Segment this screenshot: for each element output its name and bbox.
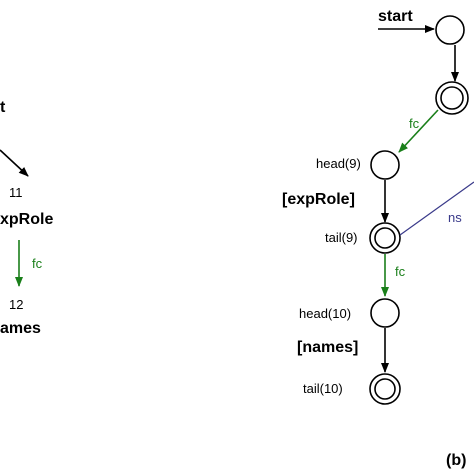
right-panel: start fc head(9) [expRole] tail(9) ns fc… <box>282 8 474 469</box>
state-tail9-inner <box>374 227 396 249</box>
names-label: [names] <box>297 339 358 356</box>
left-fc-label: fc <box>32 256 43 271</box>
state-head10 <box>370 298 400 328</box>
left-start-label: t <box>0 99 6 116</box>
tail10-label: tail(10) <box>303 381 343 396</box>
head9-label: head(9) <box>316 156 361 171</box>
left-state-12-id: 12 <box>9 297 23 312</box>
left-role-label: xpRole <box>0 211 53 228</box>
fc-top-label: fc <box>409 116 420 131</box>
left-names-label: ames <box>0 320 41 337</box>
ns-edge <box>399 181 474 236</box>
state-top-accepting-inner <box>440 86 464 110</box>
head10-label: head(10) <box>299 306 351 321</box>
tail9-label: tail(9) <box>325 230 358 245</box>
state-head9 <box>370 150 400 180</box>
fc-top-arrow <box>398 109 439 153</box>
state-initial <box>435 15 465 45</box>
left-panel: t 11 xpRole fc 12 ames <box>0 99 53 337</box>
panel-label: (b) <box>446 452 466 469</box>
left-state-11-id: 11 <box>9 185 23 200</box>
fc-mid-label: fc <box>395 264 406 279</box>
left-start-arrow <box>0 149 29 177</box>
exprole-label: [expRole] <box>282 191 355 208</box>
state-tail10-inner <box>374 378 396 400</box>
ns-label: ns <box>448 210 462 225</box>
start-label: start <box>378 8 413 25</box>
